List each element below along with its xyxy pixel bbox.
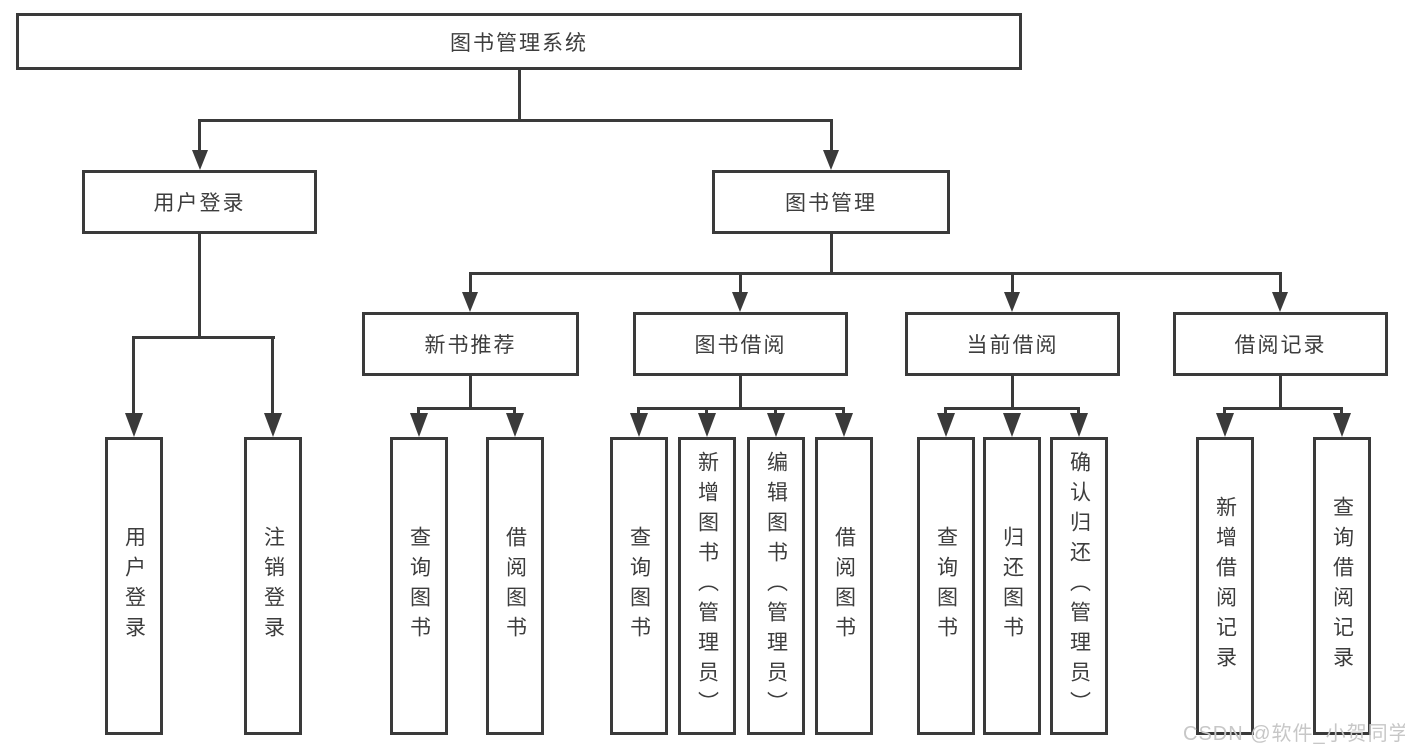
node-current-borrowing: 当前借阅 (905, 312, 1120, 376)
connector-vline (1279, 272, 1282, 296)
arrowhead-down-icon (506, 413, 524, 437)
connector-vline (774, 407, 777, 417)
leaf-user-login: 用户登录 (105, 437, 163, 735)
node-borrowing-records: 借阅记录 (1173, 312, 1388, 376)
csdn-watermark: CSDN @软件_小贺同学 (1183, 723, 1405, 745)
connector-hline (198, 119, 833, 122)
arrowhead-down-icon (1070, 413, 1088, 437)
connector-hline (637, 407, 845, 410)
node-new-book-recommendation: 新书推荐 (362, 312, 579, 376)
node-label: 借阅图书 (503, 526, 527, 646)
connector-vline (1340, 407, 1343, 417)
node-book-management: 图书管理 (712, 170, 950, 234)
arrowhead-down-icon (1333, 413, 1351, 437)
leaf-edit-books-admin: 编辑图书（管理员） (747, 437, 805, 735)
node-label: 用户登录 (122, 526, 146, 646)
node-label: 确认归还（管理员） (1067, 451, 1091, 721)
node-label: 查询借阅记录 (1330, 496, 1354, 676)
connector-vline (469, 272, 472, 296)
leaf-borrow-books: 借阅图书 (815, 437, 873, 735)
connector-vline (739, 272, 742, 296)
connector-hline (469, 272, 1282, 275)
arrowhead-down-icon (698, 413, 716, 437)
leaf-add-books-admin: 新增图书（管理员） (678, 437, 736, 735)
arrowhead-down-icon (462, 292, 478, 312)
arrowhead-down-icon (264, 413, 282, 437)
node-label: 查询图书 (407, 526, 431, 646)
connector-vline (1279, 375, 1282, 410)
node-label: 借阅记录 (1234, 334, 1327, 357)
arrowhead-down-icon (192, 150, 208, 170)
node-label: 编辑图书（管理员） (764, 451, 788, 721)
connector-vline (1011, 272, 1014, 296)
node-label: 借阅图书 (832, 526, 856, 646)
connector-vline (739, 375, 742, 410)
leaf-query-books: 查询图书 (917, 437, 975, 735)
connector-vline (705, 407, 708, 417)
node-label: 新增借阅记录 (1213, 496, 1237, 676)
connector-vline (198, 119, 201, 154)
node-label: 图书管理系统 (450, 31, 588, 55)
node-label: 查询图书 (627, 526, 651, 646)
connector-vline (1011, 375, 1014, 410)
connector-hline (417, 407, 516, 410)
connector-hline (1223, 407, 1343, 410)
arrowhead-down-icon (1272, 292, 1288, 312)
leaf-confirm-return-admin: 确认归还（管理员） (1050, 437, 1108, 735)
arrowhead-down-icon (410, 413, 428, 437)
connector-vline (132, 336, 135, 416)
node-label: 查询图书 (934, 526, 958, 646)
node-library-management-system: 图书管理系统 (16, 13, 1022, 70)
connector-vline (944, 407, 947, 417)
node-label: 归还图书 (1000, 526, 1024, 646)
connector-vline (637, 407, 640, 417)
connector-vline (1223, 407, 1226, 417)
arrowhead-down-icon (1003, 413, 1021, 437)
node-user-login: 用户登录 (82, 170, 317, 234)
leaf-query-books: 查询图书 (390, 437, 448, 735)
arrowhead-down-icon (1004, 292, 1020, 312)
node-label: 用户登录 (153, 192, 246, 215)
arrowhead-down-icon (630, 413, 648, 437)
connector-vline (830, 234, 833, 274)
connector-vline (518, 70, 521, 121)
arrowhead-down-icon (767, 413, 785, 437)
connector-vline (469, 375, 472, 410)
leaf-query-borrow-record: 查询借阅记录 (1313, 437, 1371, 735)
connector-vline (271, 336, 274, 416)
connector-hline (944, 407, 1080, 410)
node-book-borrowing: 图书借阅 (633, 312, 848, 376)
arrowhead-down-icon (835, 413, 853, 437)
arrowhead-down-icon (1216, 413, 1234, 437)
leaf-add-borrow-record: 新增借阅记录 (1196, 437, 1254, 735)
node-label: 图书借阅 (694, 334, 787, 357)
connector-vline (513, 407, 516, 417)
leaf-borrow-books: 借阅图书 (486, 437, 544, 735)
connector-hline (132, 336, 275, 339)
arrowhead-down-icon (823, 150, 839, 170)
arrowhead-down-icon (732, 292, 748, 312)
leaf-logout: 注销登录 (244, 437, 302, 735)
leaf-return-books: 归还图书 (983, 437, 1041, 735)
connector-vline (842, 407, 845, 417)
connector-vline (830, 119, 833, 154)
node-label: 新增图书（管理员） (695, 451, 719, 721)
connector-vline (1077, 407, 1080, 417)
node-label: 图书管理 (785, 192, 877, 215)
arrowhead-down-icon (937, 413, 955, 437)
node-label: 新书推荐 (424, 334, 517, 357)
node-label: 注销登录 (261, 526, 285, 646)
connector-vline (417, 407, 420, 417)
node-label: 当前借阅 (966, 334, 1059, 357)
arrowhead-down-icon (125, 413, 143, 437)
connector-vline (198, 234, 201, 338)
leaf-query-books: 查询图书 (610, 437, 668, 735)
